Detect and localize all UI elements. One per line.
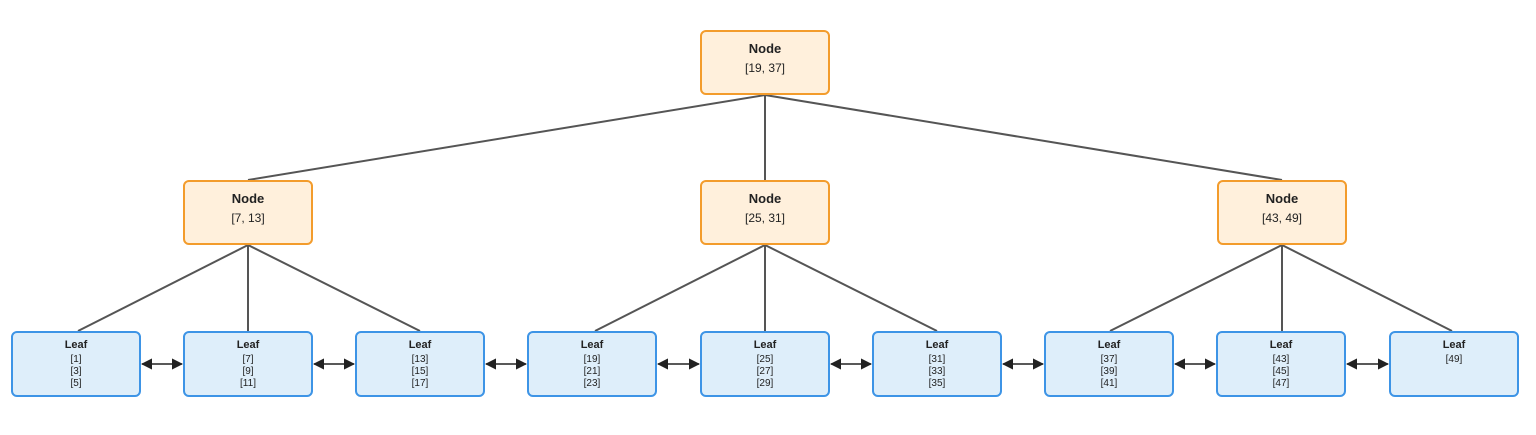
leaf-entry: [21] [583,366,601,377]
node-keys: [19, 37] [744,61,786,75]
leaf-title: Leaf [1269,339,1293,351]
leaf-node: Leaf [49] [1389,331,1519,397]
leaf-title: Leaf [580,339,604,351]
leaf-entry: [37] [1100,354,1118,365]
leaf-title: Leaf [1097,339,1121,351]
leaf-entry: [15] [411,366,429,377]
leaf-node: Leaf [31] [33] [35] [872,331,1002,397]
leaf-entry: [11] [240,378,256,389]
internal-node: Node [7, 13] [183,180,313,245]
internal-node: Node [25, 31] [700,180,830,245]
leaf-entry: [27] [756,366,774,377]
leaf-entry: [49] [1445,354,1463,365]
leaf-entry: [23] [583,378,601,389]
leaf-entry: [31] [928,354,946,365]
leaf-title: Leaf [753,339,777,351]
leaf-entry: [47] [1272,378,1290,389]
leaf-title: Leaf [408,339,432,351]
node-title: Node [748,41,782,56]
node-keys: [7, 13] [231,211,265,225]
leaf-entry: [33] [928,366,946,377]
node-title: Node [748,191,782,206]
leaf-entry: [41] [1100,378,1118,389]
leaf-entry: [17] [411,378,429,389]
leaf-entry: [9] [242,366,254,377]
leaf-entry: [5] [70,378,82,389]
tree-edge [1281,244,1453,332]
tree-edge [77,244,249,332]
leaf-title: Leaf [64,339,88,351]
node-title: Node [1265,191,1299,206]
node-keys: [25, 31] [744,211,786,225]
tree-edge [764,244,938,332]
node-keys: [43, 49] [1261,211,1303,225]
leaf-entry: [39] [1100,366,1118,377]
tree-edge [247,244,421,332]
leaf-entry: [7] [242,354,254,365]
tree-edge [247,94,766,181]
leaf-entry: [25] [756,354,774,365]
leaf-node: Leaf [37] [39] [41] [1044,331,1174,397]
tree-edge [764,94,1283,181]
leaf-title: Leaf [1442,339,1466,351]
leaf-entry: [43] [1272,354,1290,365]
leaf-node: Leaf [7] [9] [11] [183,331,313,397]
leaf-title: Leaf [925,339,949,351]
node-title: Node [231,191,265,206]
root-node: Node [19, 37] [700,30,830,95]
leaf-entry: [13] [411,354,429,365]
leaf-node: Leaf [13] [15] [17] [355,331,485,397]
tree-edge [1109,244,1283,332]
leaf-entry: [1] [70,354,82,365]
leaf-title: Leaf [236,339,260,351]
internal-node: Node [43, 49] [1217,180,1347,245]
leaf-entry: [45] [1272,366,1290,377]
leaf-node: Leaf [19] [21] [23] [527,331,657,397]
tree-edge [594,244,766,332]
leaf-entry: [19] [583,354,601,365]
leaf-node: Leaf [25] [27] [29] [700,331,830,397]
leaf-entry: [29] [756,378,774,389]
leaf-node: Leaf [43] [45] [47] [1216,331,1346,397]
leaf-entry: [35] [928,378,946,389]
leaf-entry: [3] [70,366,82,377]
leaf-node: Leaf [1] [3] [5] [11,331,141,397]
